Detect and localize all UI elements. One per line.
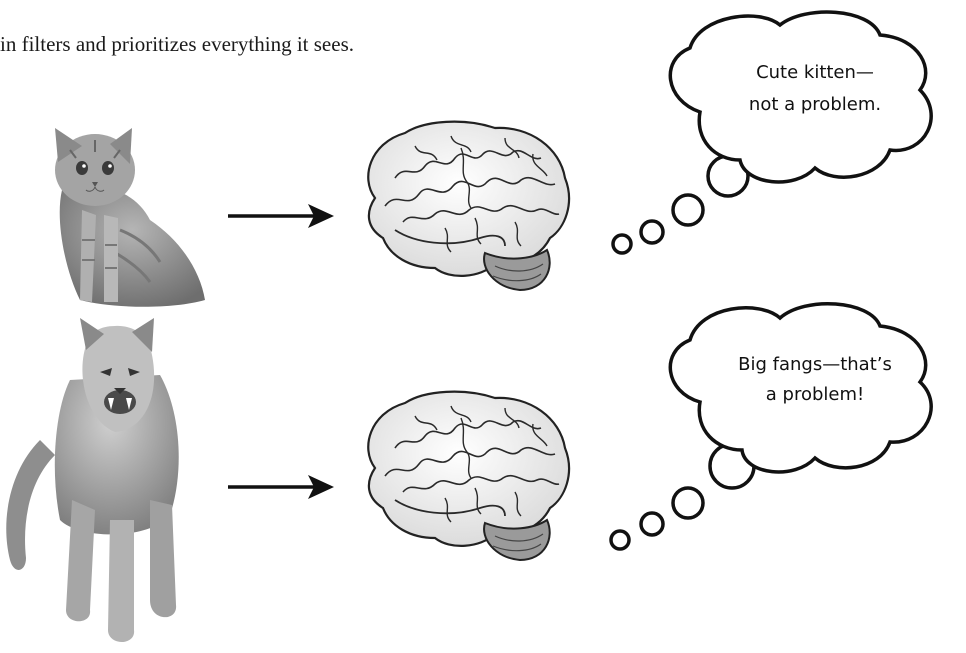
brain-illustration [368, 122, 569, 290]
thought-bubble-cougar: Big fangs—that’s a problem! [611, 304, 931, 549]
kitten-photo [55, 128, 205, 307]
thought-bubble-kitten: Cute kitten— not a problem. [613, 12, 931, 253]
thought-line-1: Big fangs—that’s [738, 354, 892, 375]
cougar-photo [6, 318, 178, 642]
thought-line-2: a problem! [766, 384, 864, 405]
brain-illustration [368, 392, 569, 560]
thought-line-2: not a problem. [749, 94, 881, 115]
right-arrow-icon [228, 475, 334, 499]
right-arrow-icon [228, 204, 334, 228]
thought-line-1: Cute kitten— [756, 62, 874, 83]
